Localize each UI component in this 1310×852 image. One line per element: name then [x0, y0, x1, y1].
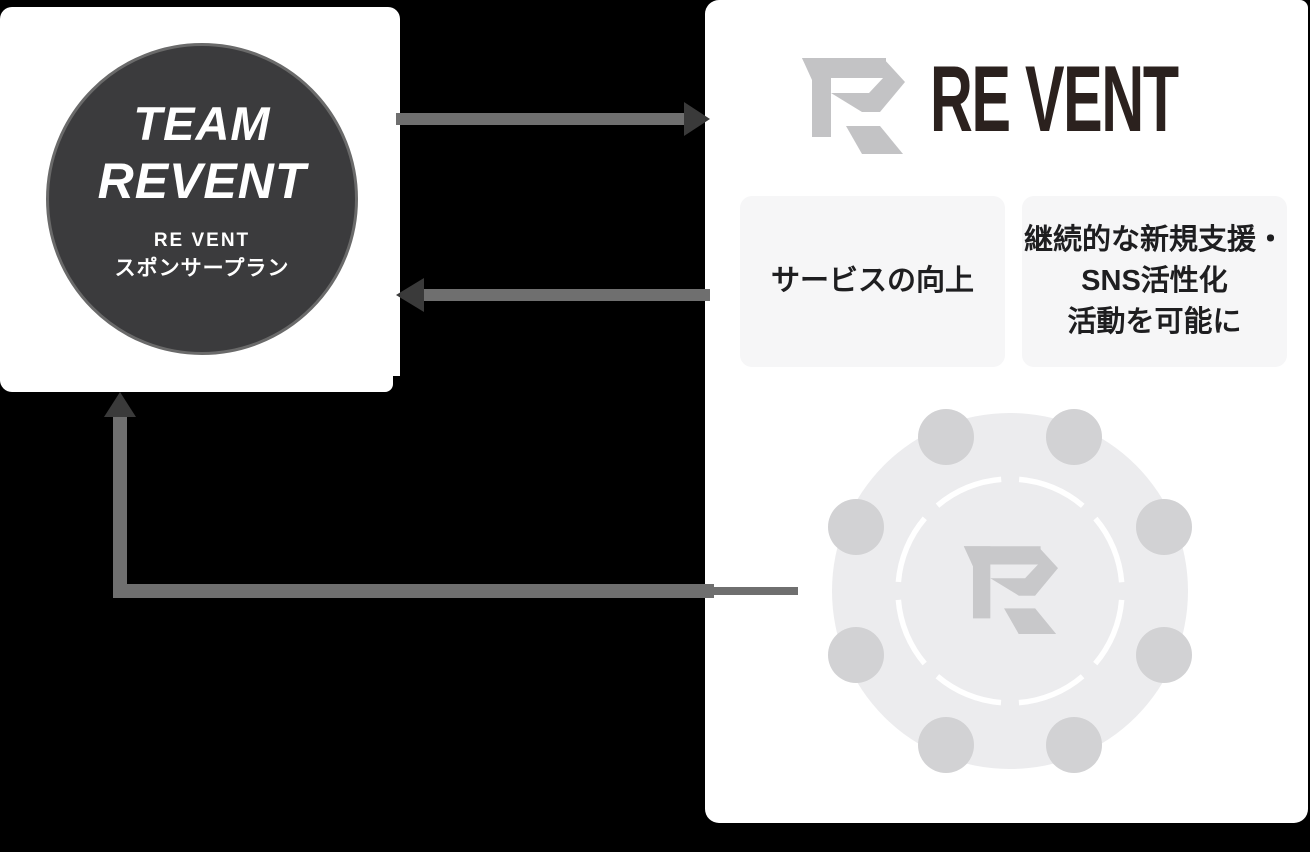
member-circle — [1136, 499, 1192, 555]
sponsor-card-footer — [0, 376, 393, 392]
badge-title-line2: REVENT — [97, 153, 307, 209]
arrow-community-to-sponsor — [104, 392, 798, 598]
benefit-box-support-label: 継続的な新規支援・ SNS活性化 活動を可能に — [1024, 220, 1285, 343]
member-circle — [828, 627, 884, 683]
benefit-box-service: サービスの向上 — [740, 196, 1005, 367]
member-circle — [1136, 627, 1192, 683]
member-circle — [918, 409, 974, 465]
benefit-support-line1: 継続的な新規支援・ — [1023, 224, 1285, 256]
arrow-sponsor-to-revent — [396, 102, 710, 136]
benefit-box-service-label: サービスの向上 — [770, 265, 974, 297]
benefit-box-support: 継続的な新規支援・ SNS活性化 活動を可能に — [1022, 196, 1287, 367]
member-circle — [1046, 409, 1102, 465]
badge-title-line1: TEAM — [133, 97, 271, 150]
badge-subtitle: RE VENT — [153, 230, 251, 251]
team-revent-badge-text: TEAM REVENT RE VENT スポンサープラン — [49, 96, 355, 284]
badge-plan-label: スポンサープラン — [114, 257, 290, 280]
revent-wordmark: RE VENT — [930, 46, 1179, 151]
benefit-support-line2: SNS活性化 — [1081, 265, 1228, 297]
team-revent-badge: TEAM REVENT RE VENT スポンサープラン — [46, 43, 358, 355]
arrow-revent-to-sponsor — [396, 278, 710, 312]
member-circle — [828, 499, 884, 555]
member-circle — [1046, 717, 1102, 773]
member-circle — [918, 717, 974, 773]
benefit-support-line3: 活動を可能に — [1067, 306, 1242, 338]
revent-r-mark-icon — [802, 58, 905, 154]
community-wheel — [832, 413, 1188, 769]
wheel-center-r-mark-icon — [963, 546, 1058, 634]
